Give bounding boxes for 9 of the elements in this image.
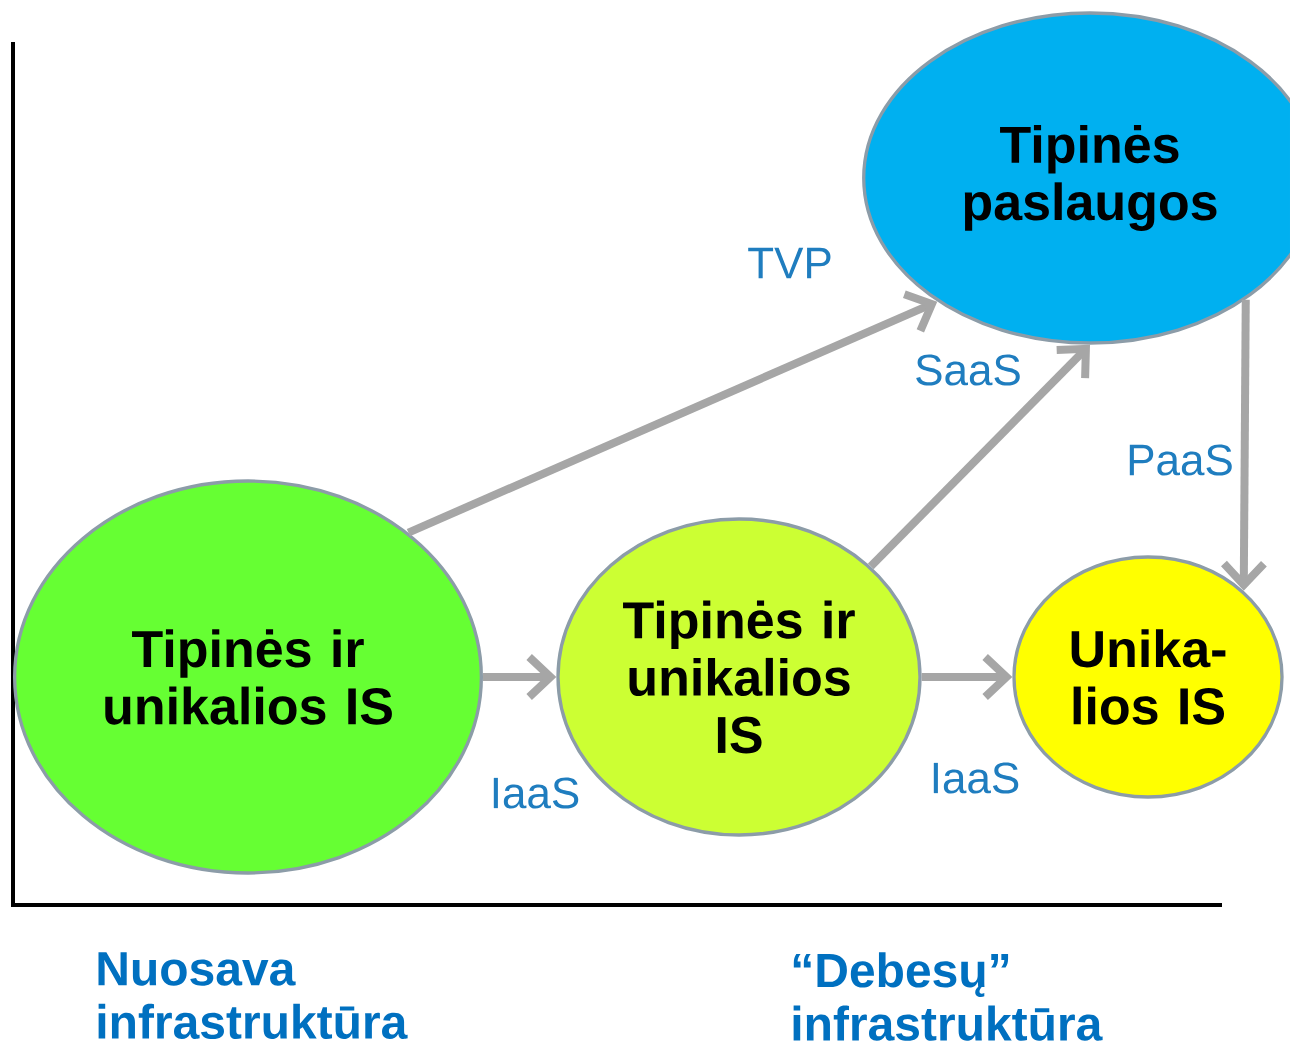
arrow — [406, 290, 938, 537]
ellipse-node: Tipinės paslaugos — [862, 11, 1290, 345]
edge-label: SaaS — [916, 354, 1020, 386]
edge-label: PaaS — [1129, 444, 1232, 476]
ellipse-node: Tipinės ir unikalios IS — [13, 479, 483, 875]
arrow — [867, 344, 1090, 570]
axis-label: Nuosava infrastruktūra — [98, 952, 408, 1040]
axis-label: “Debesų” infrastruktūra — [793, 952, 1103, 1041]
edge-label: TVP — [748, 247, 831, 279]
